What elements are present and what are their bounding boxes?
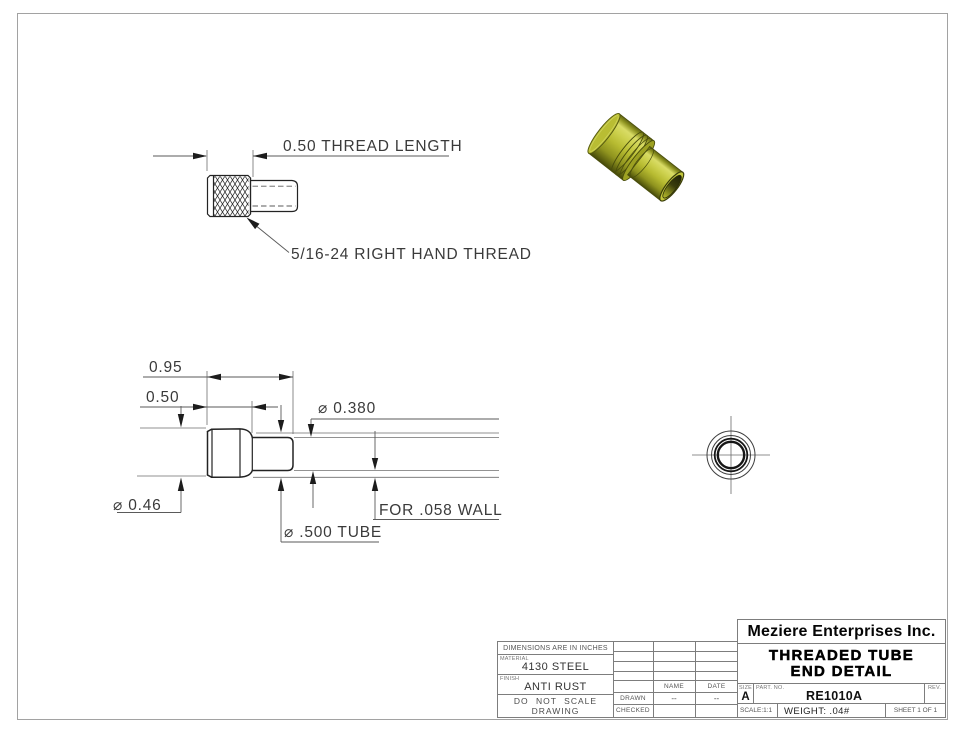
material-label: MATERIAL [500,656,529,662]
drawn-date-value: -- [713,693,720,703]
iso-3d-view [587,112,685,202]
size-label: SIZE [739,685,753,691]
scale-cell: SCALE:1:1 [737,703,778,718]
part-no-label: PART. NO. [756,685,785,691]
date-header: DATE [707,682,726,690]
drawn-label: DRAWN [620,694,646,702]
dimensions-note-cell: DIMENSIONS ARE IN INCHES [497,641,614,655]
weight-cell: WEIGHT: .04# [777,703,886,718]
checked-label: CHECKED [616,706,650,714]
dim-wall-label: FOR .058 WALL [379,502,503,519]
drawing-title-cell: THREADED TUBE END DETAIL [737,643,946,684]
material-cell: MATERIAL 4130 STEEL [497,654,614,675]
rev-label: REV. [928,685,942,691]
finish-cell: FINISH ANTI RUST [497,674,614,695]
dim-overall-label: 0.95 [149,359,182,376]
sheet-cell: SHEET 1 OF 1 [885,703,946,718]
finish-label: FINISH [500,676,520,682]
thread-note-label: 5/16-24 RIGHT HAND THREAD [291,246,532,263]
part-no-cell: PART. NO. RE1010A [753,683,925,704]
no-scale-cell: DO NOT SCALE DRAWING [497,694,614,718]
finish-value: ANTI RUST [524,681,587,693]
dim-thread-len-label: 0.50 [146,389,179,406]
thread-hatch [214,176,249,216]
name-header: NAME [664,682,684,690]
rev-cell: REV. [924,683,946,704]
size-value: A [741,690,750,703]
drawn-name-value: -- [671,693,677,703]
side-view: 0.95 0.50 ⌀ 0.46 [113,359,503,543]
dim-thread-dia-label: ⌀ 0.46 [113,497,162,514]
size-cell: SIZE A [737,683,754,704]
drawing-title-line2: END DETAIL [790,663,893,681]
end-view [692,416,770,494]
material-value: 4130 STEEL [521,661,590,673]
company-name: Meziere Enterprises Inc. [737,619,946,644]
drawing-title-line1: THREADED TUBE [768,647,915,665]
dim-thread-length-label: 0.50 THREAD LENGTH [283,138,463,155]
part-no-value: RE1010A [806,689,863,703]
dim-minor-dia-label: ⌀ 0.380 [318,400,376,417]
sheet-border [17,13,948,720]
dim-tube-label: ⌀ .500 TUBE [284,524,382,541]
tube-bore [662,174,682,199]
thread-detail-view: 0.50 THREAD LENGTH 5/16-24 RIGHT HAND TH… [153,138,532,263]
